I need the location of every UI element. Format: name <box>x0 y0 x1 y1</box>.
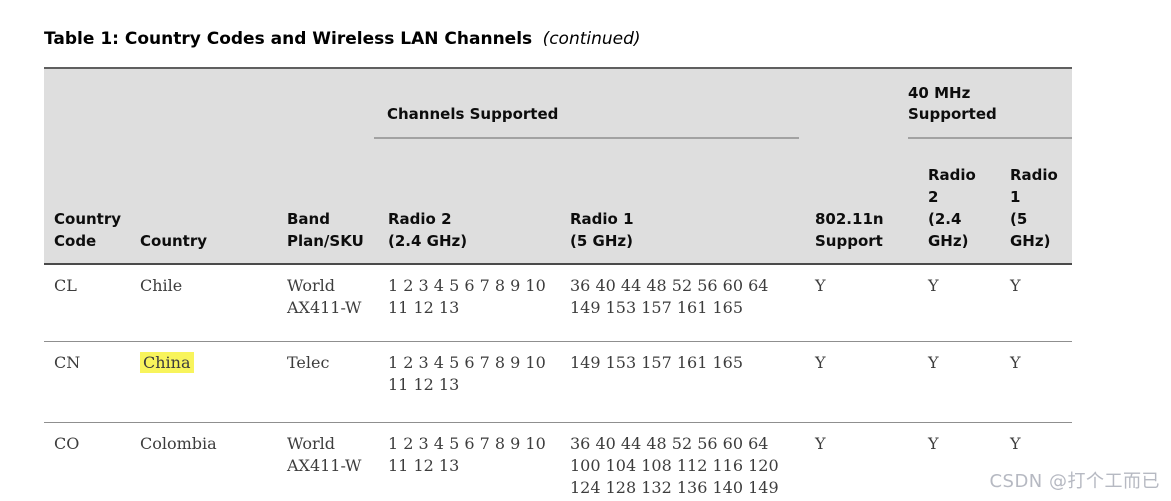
cell-40mhz-radio1: Y <box>1004 422 1072 501</box>
cell-radio1-channels: 36 40 44 48 52 56 60 64 100 104 108 112 … <box>564 422 809 501</box>
cell-country-code: CL <box>54 276 77 295</box>
group-cell-40mhz: 40 MHz Supported <box>908 68 1072 139</box>
cell-40mhz-radio1: Y <box>1004 341 1072 423</box>
search-highlight: China <box>140 352 194 373</box>
table-header: Channels Supported 40 MHz Supported Coun… <box>44 68 1072 265</box>
header-row: Country Code Country Band Plan/SKU Radio… <box>44 139 1072 265</box>
col-header-radio1-5ghz: Radio 1 (5 GHz) <box>564 139 809 265</box>
table-row-colombia: CO Colombia World AX411-W 1 2 3 4 5 6 7 … <box>44 422 1072 501</box>
cell-40mhz-radio1: Y <box>1010 276 1021 295</box>
cell-country: China <box>134 341 281 423</box>
col-header-country-code: Country Code <box>44 139 134 265</box>
forty-mhz-supported-group-header: 40 MHz Supported <box>908 83 1072 139</box>
cell-80211n-support: Y <box>809 422 922 501</box>
col-header-80211n-support: 802.11n Support <box>809 139 922 265</box>
cell-80211n-support: Y <box>815 276 826 295</box>
col-header-radio2-24ghz: Radio 2 (2.4 GHz) <box>382 139 564 265</box>
cell-radio1-channels: 149 153 157 161 165 <box>564 341 809 423</box>
cell-radio2-channels: 1 2 3 4 5 6 7 8 9 10 11 12 13 <box>388 276 546 317</box>
table-row-china: CN China Telec 1 2 3 4 5 6 7 8 9 10 11 1… <box>44 341 1072 423</box>
col-header-40mhz-radio2: Radio 2 (2.4 GHz) <box>922 139 1004 265</box>
cell-country: Chile <box>140 276 183 295</box>
cell-band-plan-sku: World AX411-W <box>281 422 382 501</box>
cell-radio1-channels: 36 40 44 48 52 56 60 64 149 153 157 161 … <box>570 276 769 317</box>
cell-40mhz-radio2: Y <box>928 276 939 295</box>
cell-40mhz-radio2: Y <box>922 341 1004 423</box>
cell-radio2-channels: 1 2 3 4 5 6 7 8 9 10 11 12 13 <box>382 341 564 423</box>
cell-country-code: CO <box>44 422 134 501</box>
table-title: Table 1: Country Codes and Wireless LAN … <box>44 29 641 49</box>
cell-radio2-channels: 1 2 3 4 5 6 7 8 9 10 11 12 13 <box>382 422 564 501</box>
cell-country: Colombia <box>134 422 281 501</box>
table-title-text: Table 1: Country Codes and Wireless LAN … <box>44 29 533 49</box>
col-header-band-plan-sku: Band Plan/SKU <box>281 139 382 265</box>
cell-80211n-support: Y <box>809 341 922 423</box>
table-body: CL Chile World AX411-W 1 2 3 4 5 6 7 8 9… <box>44 264 1072 501</box>
header-spacer-left <box>44 68 382 139</box>
cell-band-plan-sku: Telec <box>281 341 382 423</box>
group-cell-channels: Channels Supported <box>374 68 809 139</box>
channels-supported-group-header: Channels Supported <box>374 104 799 139</box>
col-header-40mhz-radio1: Radio 1 (5 GHz) <box>1004 139 1072 265</box>
country-codes-table: Channels Supported 40 MHz Supported Coun… <box>44 67 1072 501</box>
header-group-row: Channels Supported 40 MHz Supported <box>44 68 1072 139</box>
cell-country-code: CN <box>44 341 134 423</box>
table-title-continued: (continued) <box>542 29 641 49</box>
table-row-chile: CL Chile World AX411-W 1 2 3 4 5 6 7 8 9… <box>44 264 1072 342</box>
cell-band-plan-sku: World AX411-W <box>287 276 362 317</box>
col-header-country: Country <box>134 139 281 265</box>
cell-40mhz-radio2: Y <box>922 422 1004 501</box>
csdn-watermark: CSDN @打个工而已 <box>989 471 1160 492</box>
header-spacer-mid <box>809 68 922 139</box>
